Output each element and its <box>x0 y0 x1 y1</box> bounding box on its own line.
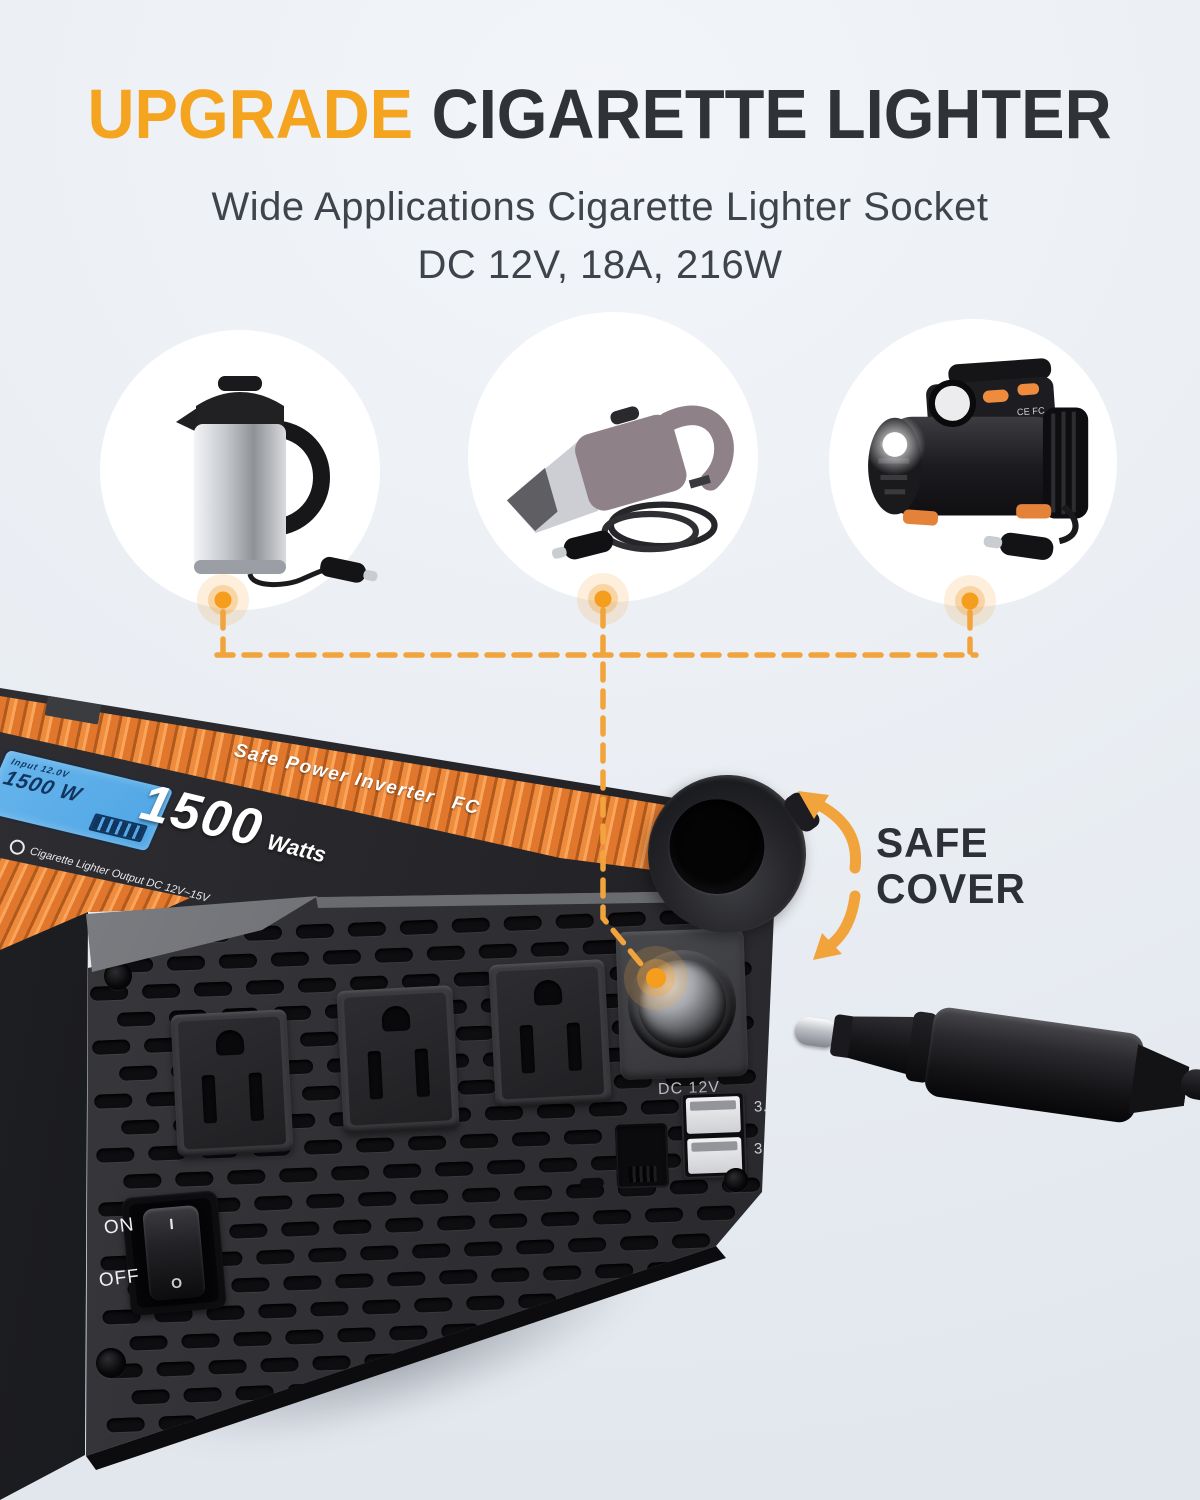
subtitle-line-2: DC 12V, 18A, 216W <box>417 243 783 287</box>
vacuum-handle <box>657 405 734 491</box>
inflator-button-2 <box>1017 383 1040 396</box>
connector-dot-inflator <box>944 575 996 627</box>
vacuum-button <box>610 406 640 425</box>
vacuum-body <box>575 414 687 511</box>
inflator-gauge <box>928 379 977 427</box>
appliance-circle-vacuum <box>468 312 758 602</box>
svg-text:CE FC: CE FC <box>1017 405 1046 417</box>
screw-hole <box>724 1168 748 1192</box>
kettle-lid <box>196 392 284 426</box>
callout-line-2: COVER <box>876 865 1026 912</box>
inflator-cord <box>1058 503 1079 545</box>
subtitle-line-1: Wide Applications Cigarette Lighter Sock… <box>211 185 989 229</box>
inflator-12v-plug <box>983 532 1054 560</box>
inflator-illustration: CE FC <box>863 358 1089 560</box>
appliance-circle-inflator: CE FC <box>829 319 1117 607</box>
kettle-illustration <box>176 376 378 587</box>
inflator-foot <box>902 509 939 526</box>
callout-line-1: SAFE <box>876 819 989 866</box>
kettle-body <box>194 424 286 572</box>
vacuum-12v-plug <box>551 530 613 560</box>
safe-cover-callout: SAFE COVER <box>876 820 1026 912</box>
inflator-body <box>885 416 1063 516</box>
inflator-foot-2 <box>1016 504 1052 519</box>
kettle-spout <box>176 408 197 432</box>
connector-dot-vacuum <box>577 573 629 625</box>
flip-arrows-icon <box>798 791 862 960</box>
title-rest: CIGARETTE LIGHTER <box>432 75 1113 153</box>
appliance-circle-kettle <box>100 330 380 610</box>
connector-dot-socket <box>624 946 688 1010</box>
subtitle: Wide Applications Cigarette Lighter Sock… <box>0 178 1200 294</box>
inflator-button <box>982 389 1009 403</box>
screw-hole <box>96 1348 126 1378</box>
connector-dot-kettle <box>197 574 249 626</box>
vacuum-nozzle <box>506 467 558 532</box>
kettle-handle <box>275 421 330 535</box>
kettle-12v-plug <box>320 556 378 583</box>
title-highlight: UPGRADE <box>87 75 414 153</box>
vacuum-illustration <box>506 405 734 560</box>
